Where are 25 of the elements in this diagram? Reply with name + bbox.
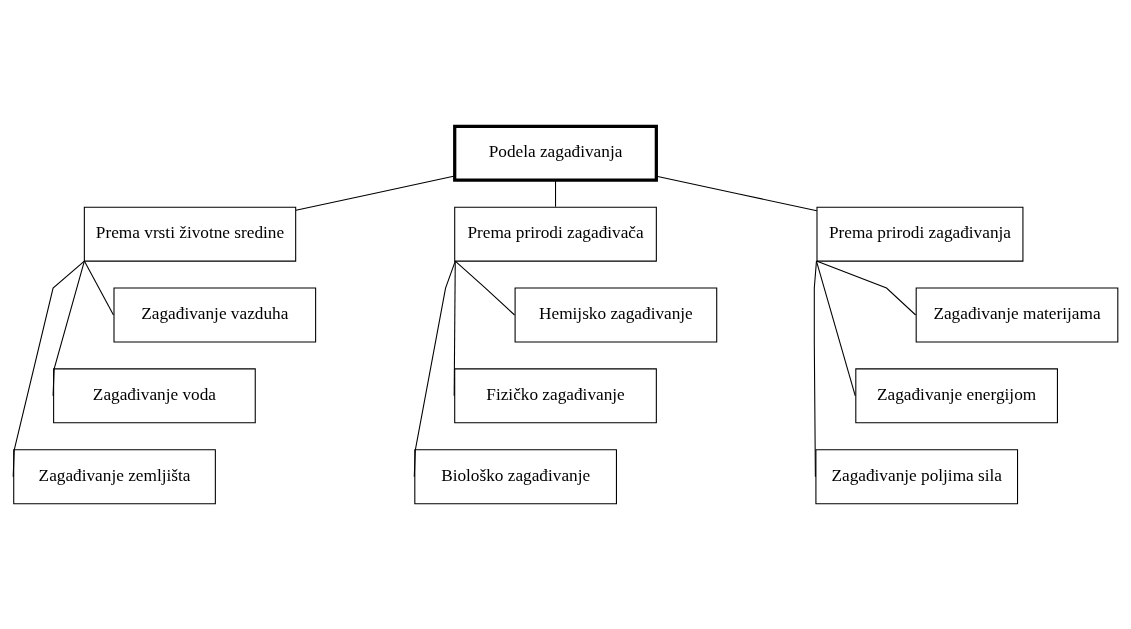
node-box: Zagađivanje zemljišta — [13, 448, 216, 504]
connector — [454, 260, 516, 316]
connector — [83, 260, 114, 316]
node-box: Hemijsko zagađivanje — [514, 287, 718, 342]
node-box: Biološko zagađivanje — [414, 448, 617, 504]
connector — [656, 175, 818, 211]
connector — [12, 260, 85, 477]
connector — [555, 179, 557, 207]
node-box: Zagađivanje voda — [53, 367, 256, 423]
connector — [453, 260, 456, 396]
node-box: Podela zagađivanja — [453, 124, 658, 182]
connector — [815, 260, 856, 396]
node-box: Fizičko zagađivanje — [454, 367, 657, 423]
node-box: Prema prirodi zagađivača — [454, 206, 657, 262]
connector — [813, 260, 817, 477]
node-box: Zagađivanje vazduha — [113, 287, 317, 342]
node-box: Prema prirodi zagađivanja — [816, 206, 1024, 262]
node-box: Zagađivanje energijom — [855, 367, 1058, 423]
connector — [52, 260, 85, 396]
node-box: Prema vrsti životne sredine — [83, 206, 297, 262]
node-box: Zagađivanje materijama — [915, 287, 1119, 342]
connector — [815, 260, 917, 316]
node-box: Zagađivanje poljima sila — [815, 448, 1019, 504]
connector — [413, 260, 456, 477]
connector — [295, 175, 456, 211]
